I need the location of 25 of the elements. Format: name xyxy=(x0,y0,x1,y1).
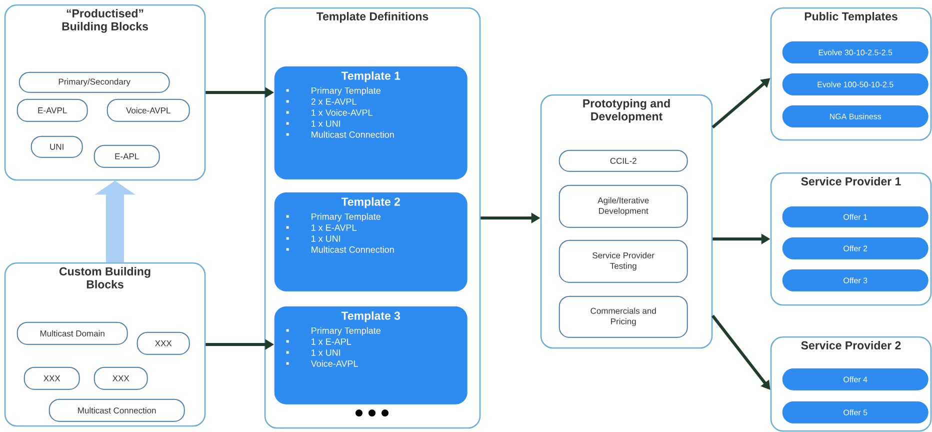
item-pill: E-AVPL xyxy=(16,98,88,122)
item-pill: UNI xyxy=(30,136,83,158)
item-pill: Offer 4 xyxy=(782,368,928,390)
template-card: Template 3 Primary Template 1 x E-APL 1 x UNI Voice-AVPL xyxy=(274,306,468,404)
item-pill: E-APL xyxy=(94,144,160,168)
item-pill: Evolve 30-10-2.5-2.5 xyxy=(782,41,928,64)
item-pill: XXX xyxy=(94,366,148,390)
item-pill: Multicast Connection xyxy=(48,398,185,422)
item-pill: NGA Business xyxy=(782,105,928,128)
item-pill: CCIL-2 xyxy=(558,150,688,172)
template-card: Template 2 Primary Template 1 x E-AVPL 1 x UNI Multicast Connection xyxy=(274,192,468,292)
item-pill: Primary/Secondary xyxy=(18,72,170,93)
item-pill: Evolve 100-50-10-2.5 xyxy=(782,73,928,96)
item-pill: Commercials and Pricing xyxy=(558,296,688,338)
item-pill: Agile/Iterative Development xyxy=(558,184,688,228)
item-pill: XXX xyxy=(136,332,190,355)
item-pill: Offer 5 xyxy=(782,401,928,424)
item-pill: Voice-AVPL xyxy=(106,98,190,122)
item-pill: XXX xyxy=(24,366,80,390)
template-card: Template 1 Primary Template 2 x E-AVPL 1 x Voice-AVPL 1 x UNI Multicast Connection xyxy=(274,66,468,180)
item-pill: Offer 1 xyxy=(782,206,928,228)
item-pill: Offer 2 xyxy=(782,237,928,260)
item-pill: Offer 3 xyxy=(782,269,928,292)
item-pill: Service Provider Testing xyxy=(558,240,688,283)
item-pill: Multicast Domain xyxy=(16,322,128,345)
